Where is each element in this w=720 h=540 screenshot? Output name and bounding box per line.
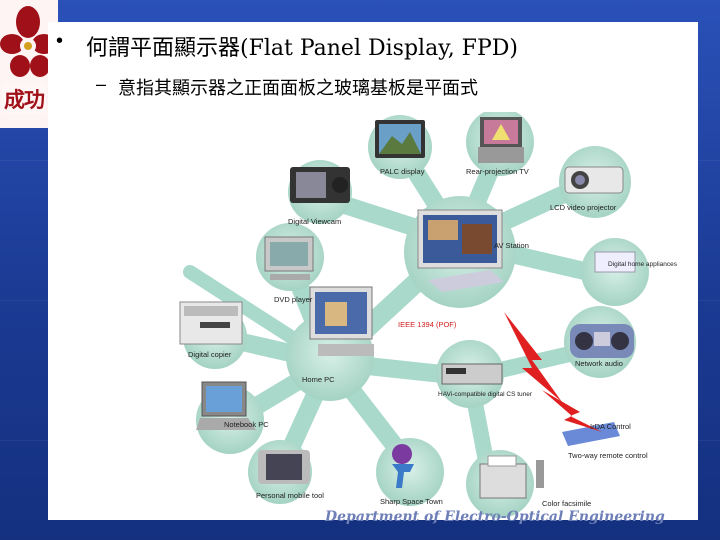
label-viewcam: Digital Viewcam bbox=[288, 217, 341, 226]
slide-subtitle: 意指其顯示器之正面面板之玻璃基板是平面式 bbox=[118, 74, 478, 100]
lcd-projector-icon bbox=[565, 167, 623, 193]
footer-department-text: Department of Electro-Optical Engineerin… bbox=[325, 509, 665, 525]
label-mobile-tool: Personal mobile tool bbox=[256, 491, 324, 500]
palc-display-icon bbox=[375, 120, 425, 158]
bullet-dot: • bbox=[56, 30, 63, 53]
label-center: AV Station bbox=[494, 241, 529, 250]
rear-projection-tv-icon bbox=[478, 117, 524, 163]
label-facsimile: Color facsimile bbox=[542, 499, 591, 508]
network-audio-icon bbox=[570, 324, 634, 358]
digital-copier-icon bbox=[180, 302, 242, 344]
label-home-appliances: Digital home appliances bbox=[608, 261, 678, 268]
color-facsimile-icon bbox=[480, 456, 544, 498]
sub-bullet-dash: – bbox=[96, 74, 106, 95]
av-station-icon bbox=[418, 210, 504, 292]
label-network-audio: Network audio bbox=[575, 359, 623, 368]
personal-mobile-tool-icon bbox=[258, 450, 310, 484]
label-havi-tuner: HAVi-compatible digital CS tuner bbox=[438, 391, 533, 398]
label-irda: IrDA Control bbox=[590, 422, 631, 431]
label-notebook: Notebook PC bbox=[224, 420, 269, 429]
label-palc: PALC display bbox=[380, 167, 425, 176]
label-link: IEEE 1394 (POF) bbox=[398, 320, 457, 329]
label-copier: Digital copier bbox=[188, 350, 232, 359]
label-rear-tv: Rear-projection TV bbox=[466, 167, 529, 176]
label-space-town: Sharp Space Town bbox=[380, 497, 443, 506]
label-dvd: DVD player bbox=[274, 295, 313, 304]
label-lcd-projector: LCD video projector bbox=[550, 203, 617, 212]
slide-title: 何謂平面顯示器(Flat Panel Display, FPD) bbox=[86, 30, 518, 62]
label-hub: Home PC bbox=[302, 375, 335, 384]
home-network-diagram: PALC display Rear-projection TV LCD vide… bbox=[170, 112, 690, 520]
home-pc-icon bbox=[310, 287, 374, 356]
havi-tuner-icon bbox=[442, 364, 502, 384]
label-remote: Two-way remote control bbox=[568, 451, 648, 460]
digital-viewcam-icon bbox=[290, 167, 350, 203]
logo-text: 成功 bbox=[2, 84, 46, 114]
